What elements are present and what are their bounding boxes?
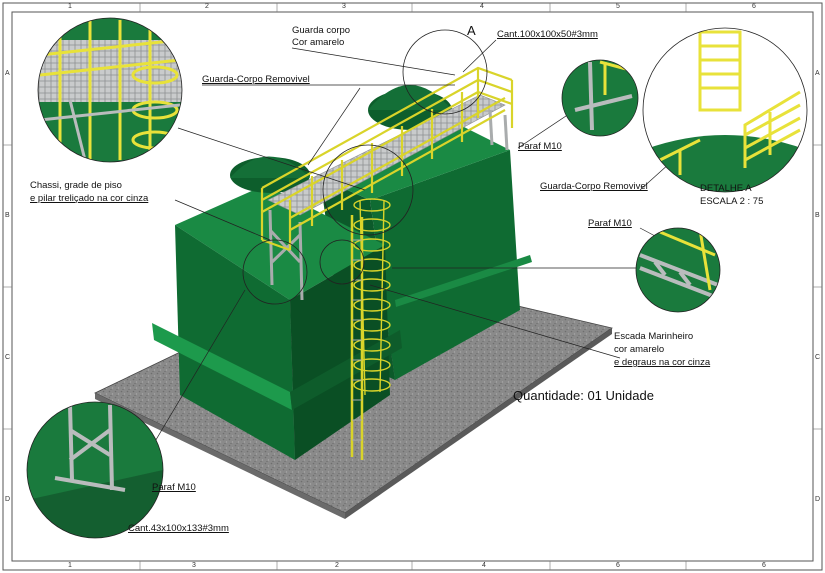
label-guarda-corpo: Guarda corpo (292, 25, 351, 36)
row-label-b: B (5, 212, 10, 219)
col-label-bottom-4: 4 (482, 562, 486, 569)
row-label-b-right: B (815, 212, 820, 219)
zone-ticks (3, 3, 822, 570)
col-label-3: 3 (342, 3, 346, 10)
escada-marinheiro (350, 198, 391, 460)
label-escada-line3: e degraus na cor cinza (614, 357, 711, 368)
label-escada-line2: cor amarelo (614, 344, 665, 355)
label-guarda-removivel-top: Guarda-Corpo Removivel (202, 74, 310, 85)
col-label-4: 4 (480, 3, 484, 10)
label-paraf-right: Paraf M10 (588, 218, 632, 229)
label-escada-line1: Escada Marinheiro (614, 331, 694, 342)
label-guarda-removivel-right: Guarda-Corpo Removivel (540, 181, 648, 192)
row-label-d: D (5, 496, 11, 503)
col-label-5: 5 (616, 3, 620, 10)
row-label-a-right: A (815, 70, 820, 77)
col-label-1: 1 (68, 3, 72, 10)
tank-front (152, 156, 402, 460)
detail-view-bolt-right (636, 228, 720, 312)
label-detalhe-a: DETALHE A (700, 183, 752, 194)
label-cant-top: Cant.100x100x50#3mm (497, 29, 598, 40)
label-paraf-top: Paraf M10 (518, 141, 562, 152)
label-escala: ESCALA 2 : 75 (700, 196, 764, 207)
label-paraf-bottom: Paraf M10 (152, 482, 196, 493)
label-cant-bottom: Cant.43x100x133#3mm (128, 523, 229, 534)
inner-border (11, 11, 814, 562)
col-label-2: 2 (205, 3, 209, 10)
detail-view-bolt-top (562, 60, 638, 136)
col-label-bottom-1: 1 (68, 562, 72, 569)
detail-a-marker (402, 29, 488, 115)
col-label-bottom-3: 2 (335, 562, 339, 569)
row-label-d-right: D (815, 496, 821, 503)
row-label-c: C (5, 354, 11, 361)
col-label-bottom-6: 6 (762, 562, 766, 569)
detail-view-ladder (38, 18, 182, 162)
col-label-6: 6 (752, 3, 756, 10)
truss-pillars (268, 109, 509, 301)
label-quantidade: Quantidade: 01 Unidade (513, 388, 654, 403)
col-label-bottom-2: 3 (192, 562, 196, 569)
label-chassi-line2: e pilar treliçado na cor cinza (30, 193, 149, 204)
detail-view-base (27, 402, 163, 538)
label-chassi-line1: Chassi, grade de piso (30, 180, 122, 191)
label-detail-a-letter: A (467, 23, 476, 38)
label-cor-amarelo: Cor amarelo (292, 37, 345, 48)
row-label-a: A (5, 70, 10, 77)
row-label-c-right: C (815, 354, 821, 361)
col-label-bottom-5: 6 (616, 562, 620, 569)
detail-view-a (643, 28, 807, 192)
detail-markers (242, 29, 488, 305)
